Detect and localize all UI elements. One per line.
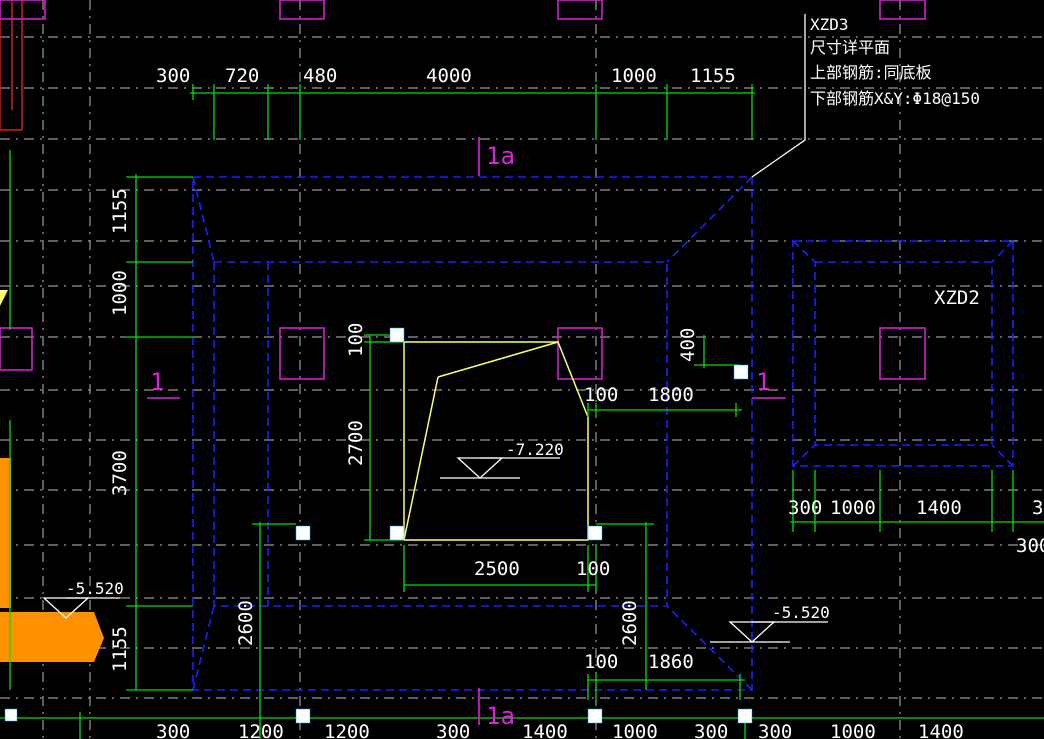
xzd2-foundation-outline xyxy=(792,240,1014,467)
svg-text:1000: 1000 xyxy=(612,721,658,739)
svg-text:1200: 1200 xyxy=(238,721,284,739)
svg-text:1000: 1000 xyxy=(611,65,657,87)
svg-text:1000: 1000 xyxy=(109,270,131,316)
bottom-dimension-labels: 300 1200 1200 300 1400 1000 300 300 1000… xyxy=(156,721,964,739)
svg-text:100: 100 xyxy=(584,384,618,406)
section-1-right: 1 xyxy=(756,368,770,396)
svg-text:1000: 1000 xyxy=(830,497,876,519)
svg-text:100: 100 xyxy=(345,323,367,357)
grip-handles[interactable] xyxy=(4,327,753,724)
top-dimension-labels: 300 720 480 4000 1000 1155 xyxy=(156,65,736,87)
svg-text:1400: 1400 xyxy=(918,721,964,739)
section-marks xyxy=(147,137,786,725)
dimension-lines xyxy=(0,84,1044,739)
columns xyxy=(0,0,926,380)
note-line-2: 尺寸详平面 xyxy=(810,38,890,57)
interior-dimension-labels: 100 2700 2500 100 100 1800 400 2600 2600… xyxy=(235,323,699,673)
section-1-left: 1 xyxy=(150,368,164,396)
elevation-pit: -7.220 xyxy=(506,440,564,459)
svg-text:1155: 1155 xyxy=(109,626,131,672)
svg-text:2600: 2600 xyxy=(619,600,641,646)
svg-text:480: 480 xyxy=(303,65,337,87)
svg-text:720: 720 xyxy=(225,65,259,87)
svg-text:100: 100 xyxy=(584,651,618,673)
svg-text:300: 300 xyxy=(694,721,728,739)
svg-text:300: 300 xyxy=(436,721,470,739)
sump-pit-outline xyxy=(403,341,589,541)
svg-text:300: 300 xyxy=(758,721,792,739)
xzd2-label: XZD2 xyxy=(934,287,980,309)
svg-text:1000: 1000 xyxy=(830,721,876,739)
svg-text:300: 300 xyxy=(788,497,822,519)
svg-text:2500: 2500 xyxy=(474,558,520,580)
note-line-3: 上部钢筋:同底板 xyxy=(810,63,932,82)
svg-text:1400: 1400 xyxy=(916,497,962,519)
svg-text:4000: 4000 xyxy=(426,65,472,87)
note-line-4: 下部钢筋X&Y:Φ18@150 xyxy=(810,89,980,108)
foundation-note: XZD3 尺寸详平面 上部钢筋:同底板 下部钢筋X&Y:Φ18@150 xyxy=(810,15,980,108)
note-leader-line xyxy=(751,14,806,178)
svg-text:1155: 1155 xyxy=(690,65,736,87)
svg-text:1400: 1400 xyxy=(522,721,568,739)
left-dimension-labels: 1155 1000 3700 1155 xyxy=(109,188,131,672)
svg-text:1860: 1860 xyxy=(648,651,694,673)
svg-text:1800: 1800 xyxy=(648,384,694,406)
svg-text:300: 300 xyxy=(156,721,190,739)
svg-text:2600: 2600 xyxy=(235,600,257,646)
elevation-left: -5.520 xyxy=(66,579,124,598)
left-slab-fill xyxy=(0,458,104,662)
note-line-1: XZD3 xyxy=(810,15,849,34)
section-1a-bottom: 1a xyxy=(486,702,515,730)
svg-text:300: 300 xyxy=(156,65,190,87)
svg-text:3: 3 xyxy=(1032,497,1043,519)
elevation-symbols xyxy=(42,457,828,643)
svg-text:1155: 1155 xyxy=(109,188,131,234)
svg-text:3700: 3700 xyxy=(109,450,131,496)
xzd3-foundation-outline xyxy=(192,176,753,691)
section-1a-top: 1a xyxy=(486,142,515,170)
svg-text:300: 300 xyxy=(1016,535,1044,557)
left-yellow-marker xyxy=(0,290,8,306)
svg-text:400: 400 xyxy=(677,328,699,362)
elevation-right: -5.520 xyxy=(772,603,830,622)
xzd2-dimension-labels: 300 1000 1400 3 300 xyxy=(788,497,1044,557)
svg-text:2700: 2700 xyxy=(345,420,367,466)
svg-text:100: 100 xyxy=(576,558,610,580)
svg-text:1200: 1200 xyxy=(324,721,370,739)
